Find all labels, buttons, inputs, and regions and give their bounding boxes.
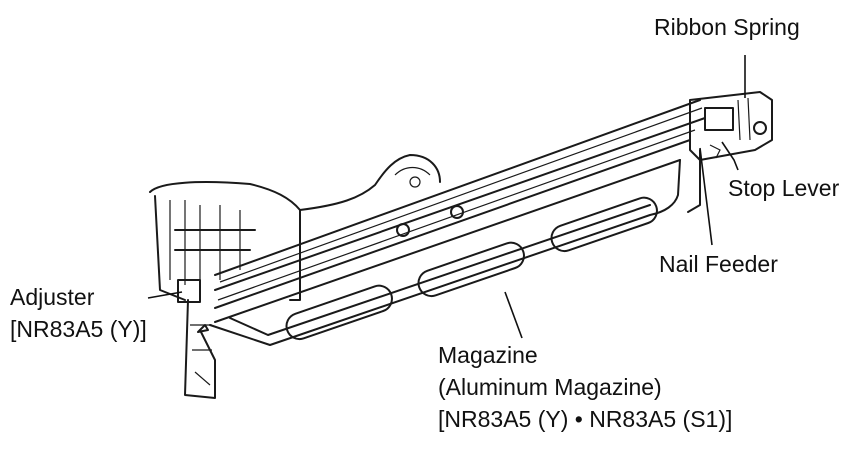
magazine-label-line2: (Aluminum Magazine) (438, 374, 662, 400)
stop-lever-label: Stop Lever (728, 175, 840, 201)
magazine-label-line1: Magazine (438, 342, 538, 368)
nail-feeder-label: Nail Feeder (659, 251, 778, 277)
stop-lever-pivot (753, 121, 767, 135)
rail-screws (396, 205, 464, 237)
leader-adjuster (147, 291, 183, 299)
ribbon-spring-label: Ribbon Spring (654, 14, 800, 40)
tool-head (149, 181, 301, 399)
magazine-rails (214, 99, 706, 323)
magazine-label-line3: [NR83A5 (Y) • NR83A5 (S1)] (438, 406, 733, 432)
adjuster-label-line2: [NR83A5 (Y)] (10, 316, 147, 342)
leader-nail-feeder (699, 147, 713, 246)
magazine-slot-2 (417, 241, 525, 298)
magazine-body (209, 159, 681, 346)
leader-magazine (504, 291, 523, 339)
ribbon-spring-part (704, 107, 734, 131)
adjuster-label-line1: Adjuster (10, 284, 95, 310)
handle (299, 154, 441, 211)
feeder-assembly (687, 91, 773, 213)
magazine-slot-3 (550, 196, 658, 253)
adjuster-knob (177, 279, 201, 303)
magazine-slot-1 (285, 284, 393, 341)
leader-stop-lever (721, 141, 739, 171)
